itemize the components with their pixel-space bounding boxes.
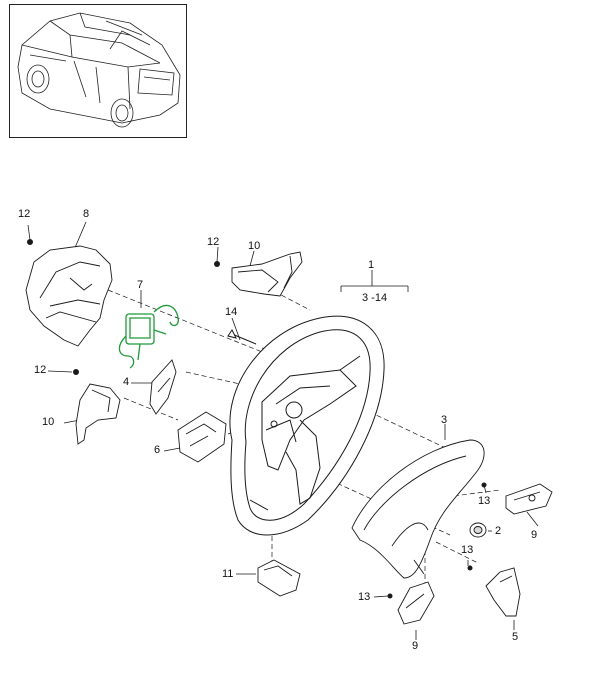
callout-10-left: 10 — [42, 416, 55, 428]
part-7-wiring-highlight — [118, 304, 179, 369]
callout-11: 11 — [222, 568, 234, 580]
callout-7: 7 — [137, 279, 144, 291]
part-2-cap — [469, 522, 487, 538]
screw-13-right-upper — [481, 482, 487, 488]
screw-12-top — [27, 239, 33, 245]
part-10-shift-paddle-left — [75, 383, 121, 445]
callout-5: 5 — [512, 631, 519, 643]
callout-1-range: 3 -14 — [362, 292, 388, 304]
part-5-bracket — [485, 567, 521, 617]
callout-13-right-upper: 13 — [478, 495, 491, 507]
screw-12-mid — [214, 261, 220, 267]
screw-12-left — [73, 369, 79, 375]
callout-1: 1 — [368, 259, 375, 271]
screw-13-bottom — [387, 593, 393, 599]
callout-10-top: 10 — [248, 240, 261, 252]
part-14-screw — [227, 329, 257, 345]
screw-13-right-lower — [467, 565, 473, 571]
callout-3: 3 — [441, 414, 448, 426]
vehicle-thumbnail — [9, 4, 187, 138]
callout-13-bottom: 13 — [358, 591, 371, 603]
part-9-switch-bottom — [397, 581, 435, 625]
part-8-trim-cover — [25, 245, 113, 347]
callout-8: 8 — [83, 208, 90, 220]
part-10-shift-paddle-top — [231, 251, 303, 297]
part-6-control-unit — [177, 411, 227, 463]
callout-12-middle: 12 — [207, 236, 220, 248]
callout-9-right: 9 — [531, 529, 538, 541]
callout-12-left: 12 — [34, 364, 47, 376]
callout-13-right-lower: 13 — [461, 544, 474, 556]
part-4-bracket — [149, 359, 177, 415]
callout-2: 2 — [495, 525, 502, 537]
callout-4: 4 — [123, 376, 130, 388]
part-3-trim-cover — [351, 439, 485, 579]
callout-14: 14 — [225, 306, 238, 318]
callout-12-top-left: 12 — [18, 208, 31, 220]
callout-9-bottom: 9 — [412, 640, 419, 652]
vehicle-outline-icon — [17, 12, 181, 128]
part-11-module — [257, 559, 301, 597]
steering-wheel — [229, 315, 385, 536]
callout-6: 6 — [154, 444, 161, 456]
part-9-switch-right — [505, 483, 553, 515]
